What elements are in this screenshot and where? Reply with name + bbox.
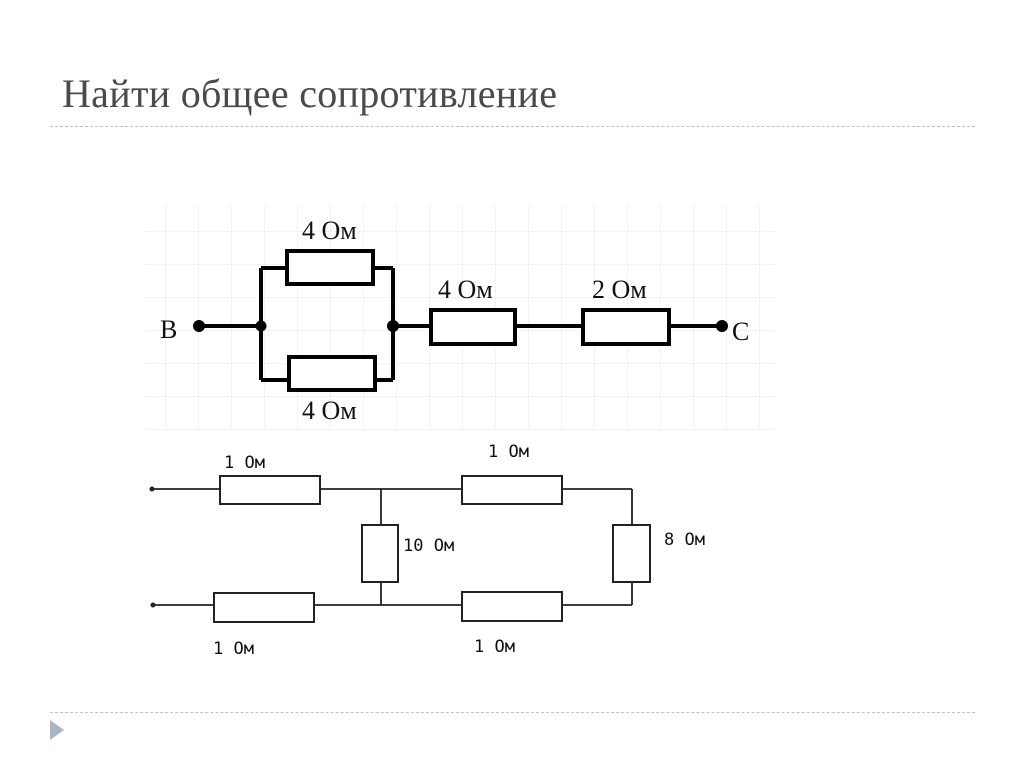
resistor-bottom <box>287 355 377 392</box>
label-r-left-top: 1 Ом <box>224 453 265 473</box>
label-r-series-1: 4 Ом <box>438 275 493 304</box>
resistor-top <box>285 249 375 286</box>
junction-left <box>255 320 267 332</box>
label-r-right-bottom: 1 Ом <box>474 637 515 657</box>
circuit-2: 1 Ом 1 Ом 10 Ом 1 Ом 1 Ом 8 Ом <box>149 442 705 659</box>
label-r-far-right: 8 Ом <box>664 530 705 550</box>
slide-title: Найти общее сопротивление <box>62 71 558 116</box>
terminal-bottom <box>150 602 156 608</box>
footer-divider <box>50 712 975 713</box>
label-node-c: C <box>732 317 749 346</box>
title-divider <box>50 126 975 127</box>
resistor-series-2 <box>581 308 671 346</box>
terminal-c <box>716 320 728 332</box>
circuit-2-wires <box>152 488 633 606</box>
resistor-left-top <box>219 475 321 505</box>
label-r-bottom: 4 Ом <box>302 396 357 425</box>
junction-right <box>387 320 399 332</box>
resistor-middle <box>361 524 399 583</box>
resistor-far-right <box>612 524 651 583</box>
resistor-right-bottom <box>461 591 563 622</box>
label-r-series-2: 2 Ом <box>592 275 647 304</box>
label-r-middle: 10 Ом <box>403 536 454 556</box>
terminal-b <box>193 320 205 332</box>
resistor-left-bottom <box>213 592 315 623</box>
terminal-top <box>149 486 155 492</box>
resistor-right-top <box>461 475 563 505</box>
label-r-left-bottom: 1 Ом <box>213 639 254 659</box>
label-node-b: B <box>160 315 177 344</box>
resistor-series-1 <box>429 308 517 346</box>
label-r-right-top: 1 Ом <box>488 442 529 462</box>
circuit-1: B C 4 Ом 4 Ом 4 Ом 2 Ом <box>145 205 775 430</box>
label-r-top: 4 Ом <box>302 216 357 245</box>
next-slide-arrow-icon[interactable] <box>50 720 64 740</box>
